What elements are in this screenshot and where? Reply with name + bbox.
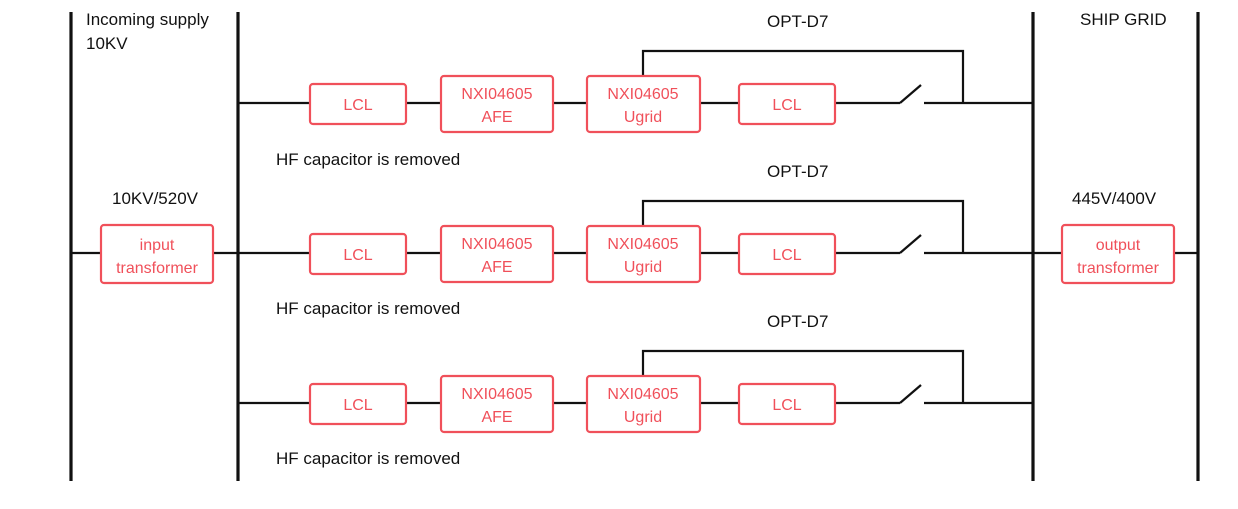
afe-model-label: NXI04605: [461, 236, 532, 253]
afe-type-label: AFE: [481, 109, 512, 126]
breaker-switch: [899, 384, 922, 404]
ugrid-type-label: Ugrid: [624, 259, 662, 276]
lcl-input-filter: LCL: [308, 232, 408, 276]
converter-branch: OPT-D7 LCL NXI04605 AFE NXI04605 Ugrid L…: [238, 12, 1033, 169]
opt-d7-label: OPT-D7: [767, 12, 828, 31]
lcl-output-label: LCL: [772, 247, 801, 264]
ugrid-drive-block: NXI04605 Ugrid: [585, 224, 702, 284]
ugrid-type-label: Ugrid: [624, 409, 662, 426]
output-transformer-block: output transformer: [1060, 223, 1176, 285]
opt-d7-feedback-wire: [641, 49, 965, 103]
converter-branch: OPT-D7 LCL NXI04605 AFE NXI04605 Ugrid L…: [238, 162, 1033, 318]
opt-d7-feedback-wire: [641, 349, 965, 403]
ugrid-model-label: NXI04605: [607, 386, 678, 403]
hf-capacitor-note: HF capacitor is removed: [276, 449, 460, 468]
afe-model-label: NXI04605: [461, 386, 532, 403]
lcl-output-filter: LCL: [737, 382, 837, 426]
lcl-input-label: LCL: [343, 97, 372, 114]
breaker-switch: [899, 234, 922, 254]
opt-d7-label: OPT-D7: [767, 312, 828, 331]
afe-drive-block: NXI04605 AFE: [439, 224, 555, 284]
incoming-voltage-label: 10KV: [86, 34, 128, 53]
opt-d7-feedback-wire: [641, 199, 965, 253]
ugrid-drive-block: NXI04605 Ugrid: [585, 374, 702, 434]
input-transformer-line2: transformer: [116, 260, 198, 277]
input-transformer-ratio: 10KV/520V: [112, 189, 199, 208]
hf-capacitor-note: HF capacitor is removed: [276, 150, 460, 169]
output-transformer-ratio: 445V/400V: [1072, 189, 1157, 208]
ugrid-model-label: NXI04605: [607, 236, 678, 253]
ugrid-model-label: NXI04605: [607, 86, 678, 103]
lcl-input-filter: LCL: [308, 82, 408, 126]
lcl-output-label: LCL: [772, 97, 801, 114]
lcl-input-label: LCL: [343, 247, 372, 264]
output-transformer-line1: output: [1096, 237, 1141, 254]
lcl-output-filter: LCL: [737, 232, 837, 276]
ship-grid-label: SHIP GRID: [1080, 10, 1167, 29]
opt-d7-label: OPT-D7: [767, 162, 828, 181]
breaker-switch: [899, 84, 922, 104]
lcl-output-filter: LCL: [737, 82, 837, 126]
output-transformer-line2: transformer: [1077, 260, 1159, 277]
incoming-supply-label: Incoming supply: [86, 10, 209, 29]
lcl-output-label: LCL: [772, 397, 801, 414]
ugrid-drive-block: NXI04605 Ugrid: [585, 74, 702, 134]
lcl-input-filter: LCL: [308, 382, 408, 426]
input-transformer-block: input transformer: [99, 223, 215, 285]
hf-capacitor-note: HF capacitor is removed: [276, 299, 460, 318]
afe-drive-block: NXI04605 AFE: [439, 374, 555, 434]
ugrid-type-label: Ugrid: [624, 109, 662, 126]
afe-type-label: AFE: [481, 259, 512, 276]
input-transformer-line1: input: [140, 237, 175, 254]
afe-drive-block: NXI04605 AFE: [439, 74, 555, 134]
afe-model-label: NXI04605: [461, 86, 532, 103]
afe-type-label: AFE: [481, 409, 512, 426]
lcl-input-label: LCL: [343, 397, 372, 414]
converter-branch: OPT-D7 LCL NXI04605 AFE NXI04605 Ugrid L…: [238, 312, 1033, 468]
